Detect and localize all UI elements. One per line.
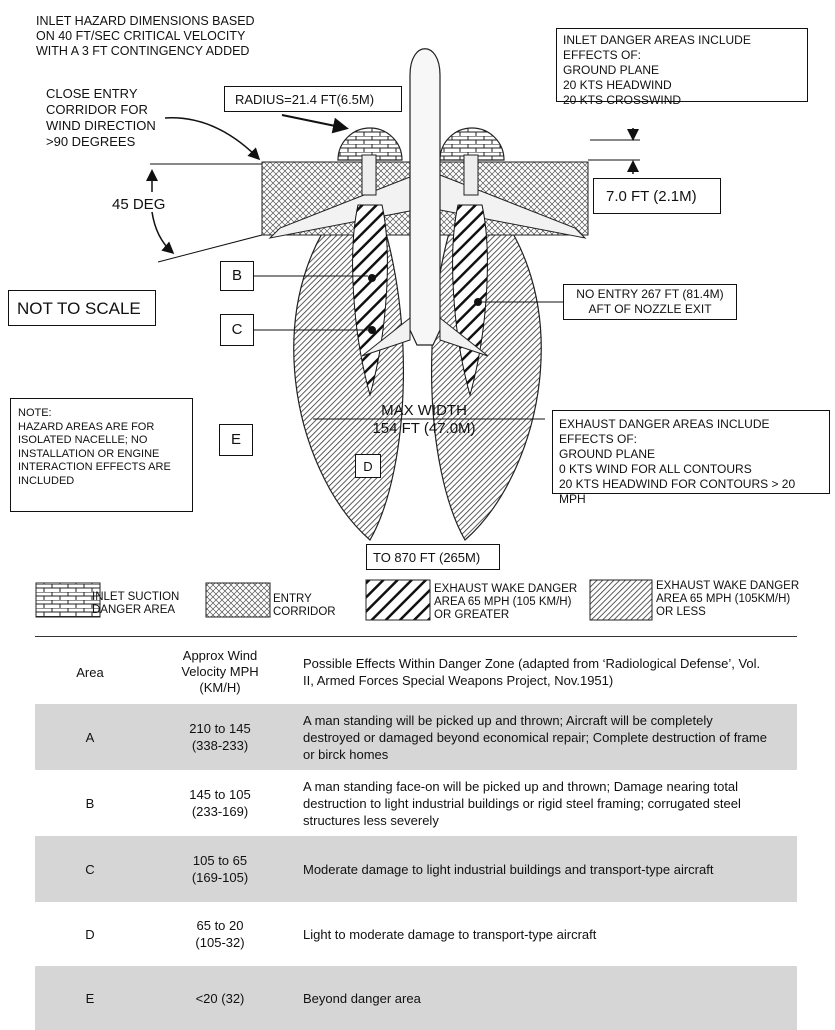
table-row: D 65 to 20 (105-32) Light to moderate da…: [35, 902, 797, 966]
zone-e-label: E: [219, 424, 253, 456]
legend-entry-label: ENTRY CORRIDOR: [273, 593, 336, 618]
legend-inlet-label: INLET SUCTION DANGER AREA: [92, 591, 180, 616]
no-entry-label: NO ENTRY 267 FT (81.4M) AFT OF NOZZLE EX…: [563, 284, 737, 320]
row-velocity: 145 to 105 (233-169): [189, 787, 251, 819]
exhaust-effects-note: EXHAUST DANGER AREAS INCLUDE EFFECTS OF:…: [552, 410, 830, 506]
table-top-divider: [35, 636, 797, 637]
row-area: D: [85, 926, 95, 942]
table-header-row: Area Approx Wind Velocity MPH (KM/H) Pos…: [35, 640, 797, 704]
height-label: 7.0 FT (2.1M): [593, 178, 721, 214]
zone-d-label: D: [355, 454, 381, 478]
row-velocity: 65 to 20 (105-32): [195, 918, 245, 950]
row-effects: A man standing will be picked up and thr…: [303, 712, 767, 762]
row-area: A: [85, 729, 95, 745]
inlet-hazard-note: INLET HAZARD DIMENSIONS BASED ON 40 FT/S…: [36, 14, 255, 58]
table-row: E <20 (32) Beyond danger area: [35, 966, 797, 1030]
header-area: Area: [76, 664, 104, 680]
zone-c-label: C: [220, 314, 254, 346]
header-effects: Possible Effects Within Danger Zone (ada…: [303, 656, 761, 688]
row-effects: Beyond danger area: [303, 990, 421, 1006]
table-row: A 210 to 145 (338-233) A man standing wi…: [35, 704, 797, 770]
legend-wake-low-label: EXHAUST WAKE DANGER AREA 65 MPH (105KM/H…: [656, 580, 800, 618]
zone-b-label: B: [220, 261, 254, 291]
tailplane: [361, 316, 411, 357]
row-effects: Moderate damage to light industrial buil…: [303, 861, 714, 877]
not-to-scale-label: NOT TO SCALE: [8, 290, 156, 326]
fuselage: [409, 48, 441, 346]
right-inlet-danger: [439, 127, 505, 161]
inlet-effects-note: INLET DANGER AREAS INCLUDE EFFECTS OF: G…: [556, 28, 808, 107]
row-velocity: 105 to 65 (169-105): [191, 853, 249, 885]
max-width-label: MAX WIDTH 154 FT (47.0M): [372, 402, 476, 437]
table-row: B 145 to 105 (233-169) A man standing fa…: [35, 770, 797, 836]
hazard-diagram: [146, 48, 640, 541]
hazard-area-note: NOTE: HAZARD AREAS ARE FOR ISOLATED NACE…: [10, 398, 193, 512]
angle-label: 45 DEG: [112, 196, 166, 213]
legend-wake-high-label: EXHAUST WAKE DANGER AREA 65 MPH (105 KM/…: [434, 583, 578, 621]
row-area: E: [85, 990, 95, 1006]
close-entry-note: CLOSE ENTRY CORRIDOR FOR WIND DIRECTION …: [46, 86, 156, 149]
row-velocity: 210 to 145 (338-233): [189, 721, 251, 753]
left-inlet-danger: [337, 127, 403, 161]
row-effects: A man standing face-on will be picked up…: [303, 778, 741, 828]
row-area: B: [85, 795, 95, 811]
table-row: C 105 to 65 (169-105) Moderate damage to…: [35, 836, 797, 902]
row-area: C: [85, 861, 95, 877]
danger-zone-table: Area Approx Wind Velocity MPH (KM/H) Pos…: [35, 640, 797, 1030]
to-870-label: TO 870 FT (265M): [366, 544, 500, 570]
radius-label: RADIUS=21.4 FT(6.5M): [224, 86, 402, 112]
header-velocity: Approx Wind Velocity MPH (KM/H): [181, 648, 259, 695]
row-effects: Light to moderate damage to transport-ty…: [303, 926, 597, 942]
row-velocity: <20 (32): [195, 990, 245, 1006]
